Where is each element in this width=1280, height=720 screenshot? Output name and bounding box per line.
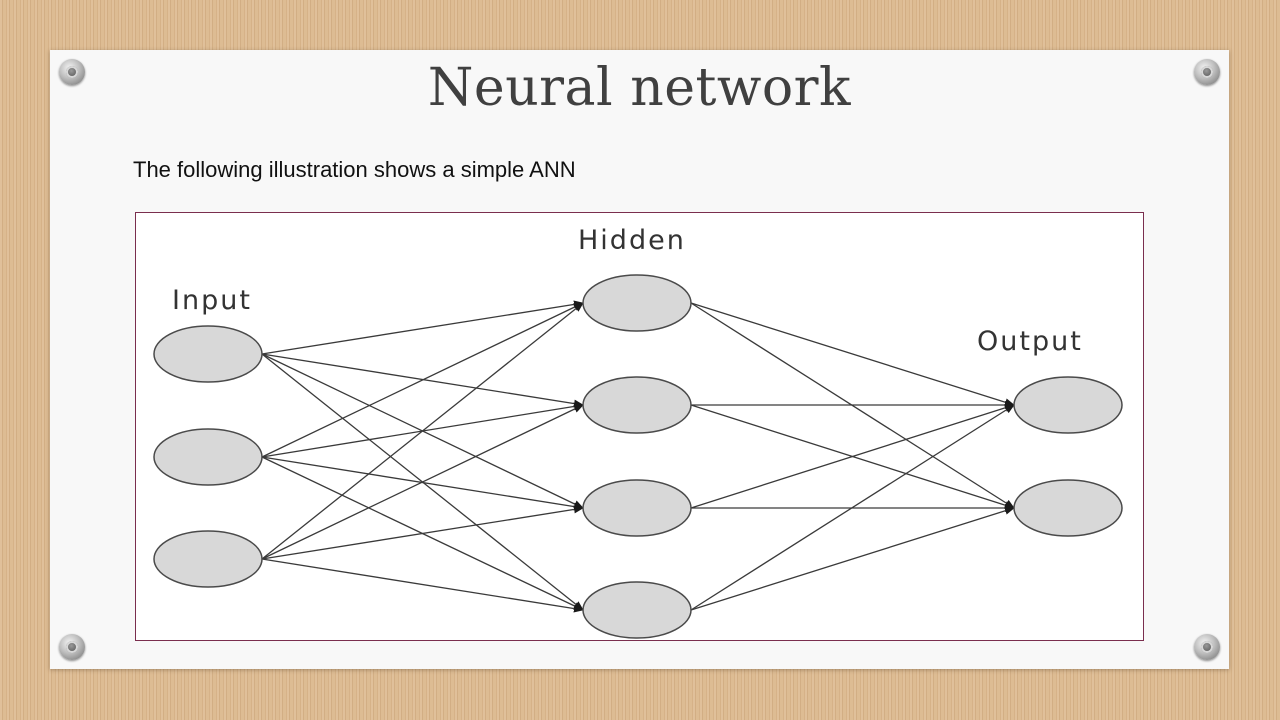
output-neuron-2 — [1013, 479, 1123, 537]
connection-0-2-0 — [261, 302, 584, 560]
connection-1-3-1 — [690, 506, 1015, 611]
output-layer-label: Output — [977, 326, 1083, 357]
input-neuron-2 — [153, 428, 263, 486]
hidden-neuron-2 — [582, 376, 692, 434]
connection-0-0-0 — [261, 300, 584, 355]
connections — [261, 300, 1015, 613]
hidden-neuron-1 — [582, 274, 692, 332]
connection-1-0-0 — [690, 302, 1015, 407]
slide-title: Neural network — [427, 58, 852, 118]
slide-subtitle: The following illustration shows a simpl… — [133, 157, 576, 182]
input-layer-label: Input — [172, 285, 252, 316]
pushpin-icon — [59, 634, 85, 660]
connection-0-2-3 — [261, 558, 584, 613]
connection-0-1-0 — [261, 302, 584, 458]
input-neuron-1 — [153, 325, 263, 383]
pushpin-icon — [59, 59, 85, 85]
hidden-layer-label: Hidden — [578, 225, 686, 256]
input-neuron-3 — [153, 530, 263, 588]
connection-1-2-0 — [690, 403, 1015, 509]
pushpin-icon — [1194, 59, 1220, 85]
connection-1-3-0 — [690, 404, 1015, 611]
hidden-neuron-3 — [582, 479, 692, 537]
hidden-neuron-4 — [582, 581, 692, 639]
slide: Neural network The following illustratio… — [50, 50, 1229, 669]
pushpin-icon — [1194, 634, 1220, 660]
connection-0-2-2 — [261, 505, 584, 560]
output-neuron-1 — [1013, 376, 1123, 434]
neural-network-diagram: Input Hidden Output — [135, 212, 1144, 641]
neurons — [153, 274, 1123, 639]
connection-0-2-1 — [261, 404, 584, 560]
network-svg: Input Hidden Output — [153, 225, 1123, 639]
